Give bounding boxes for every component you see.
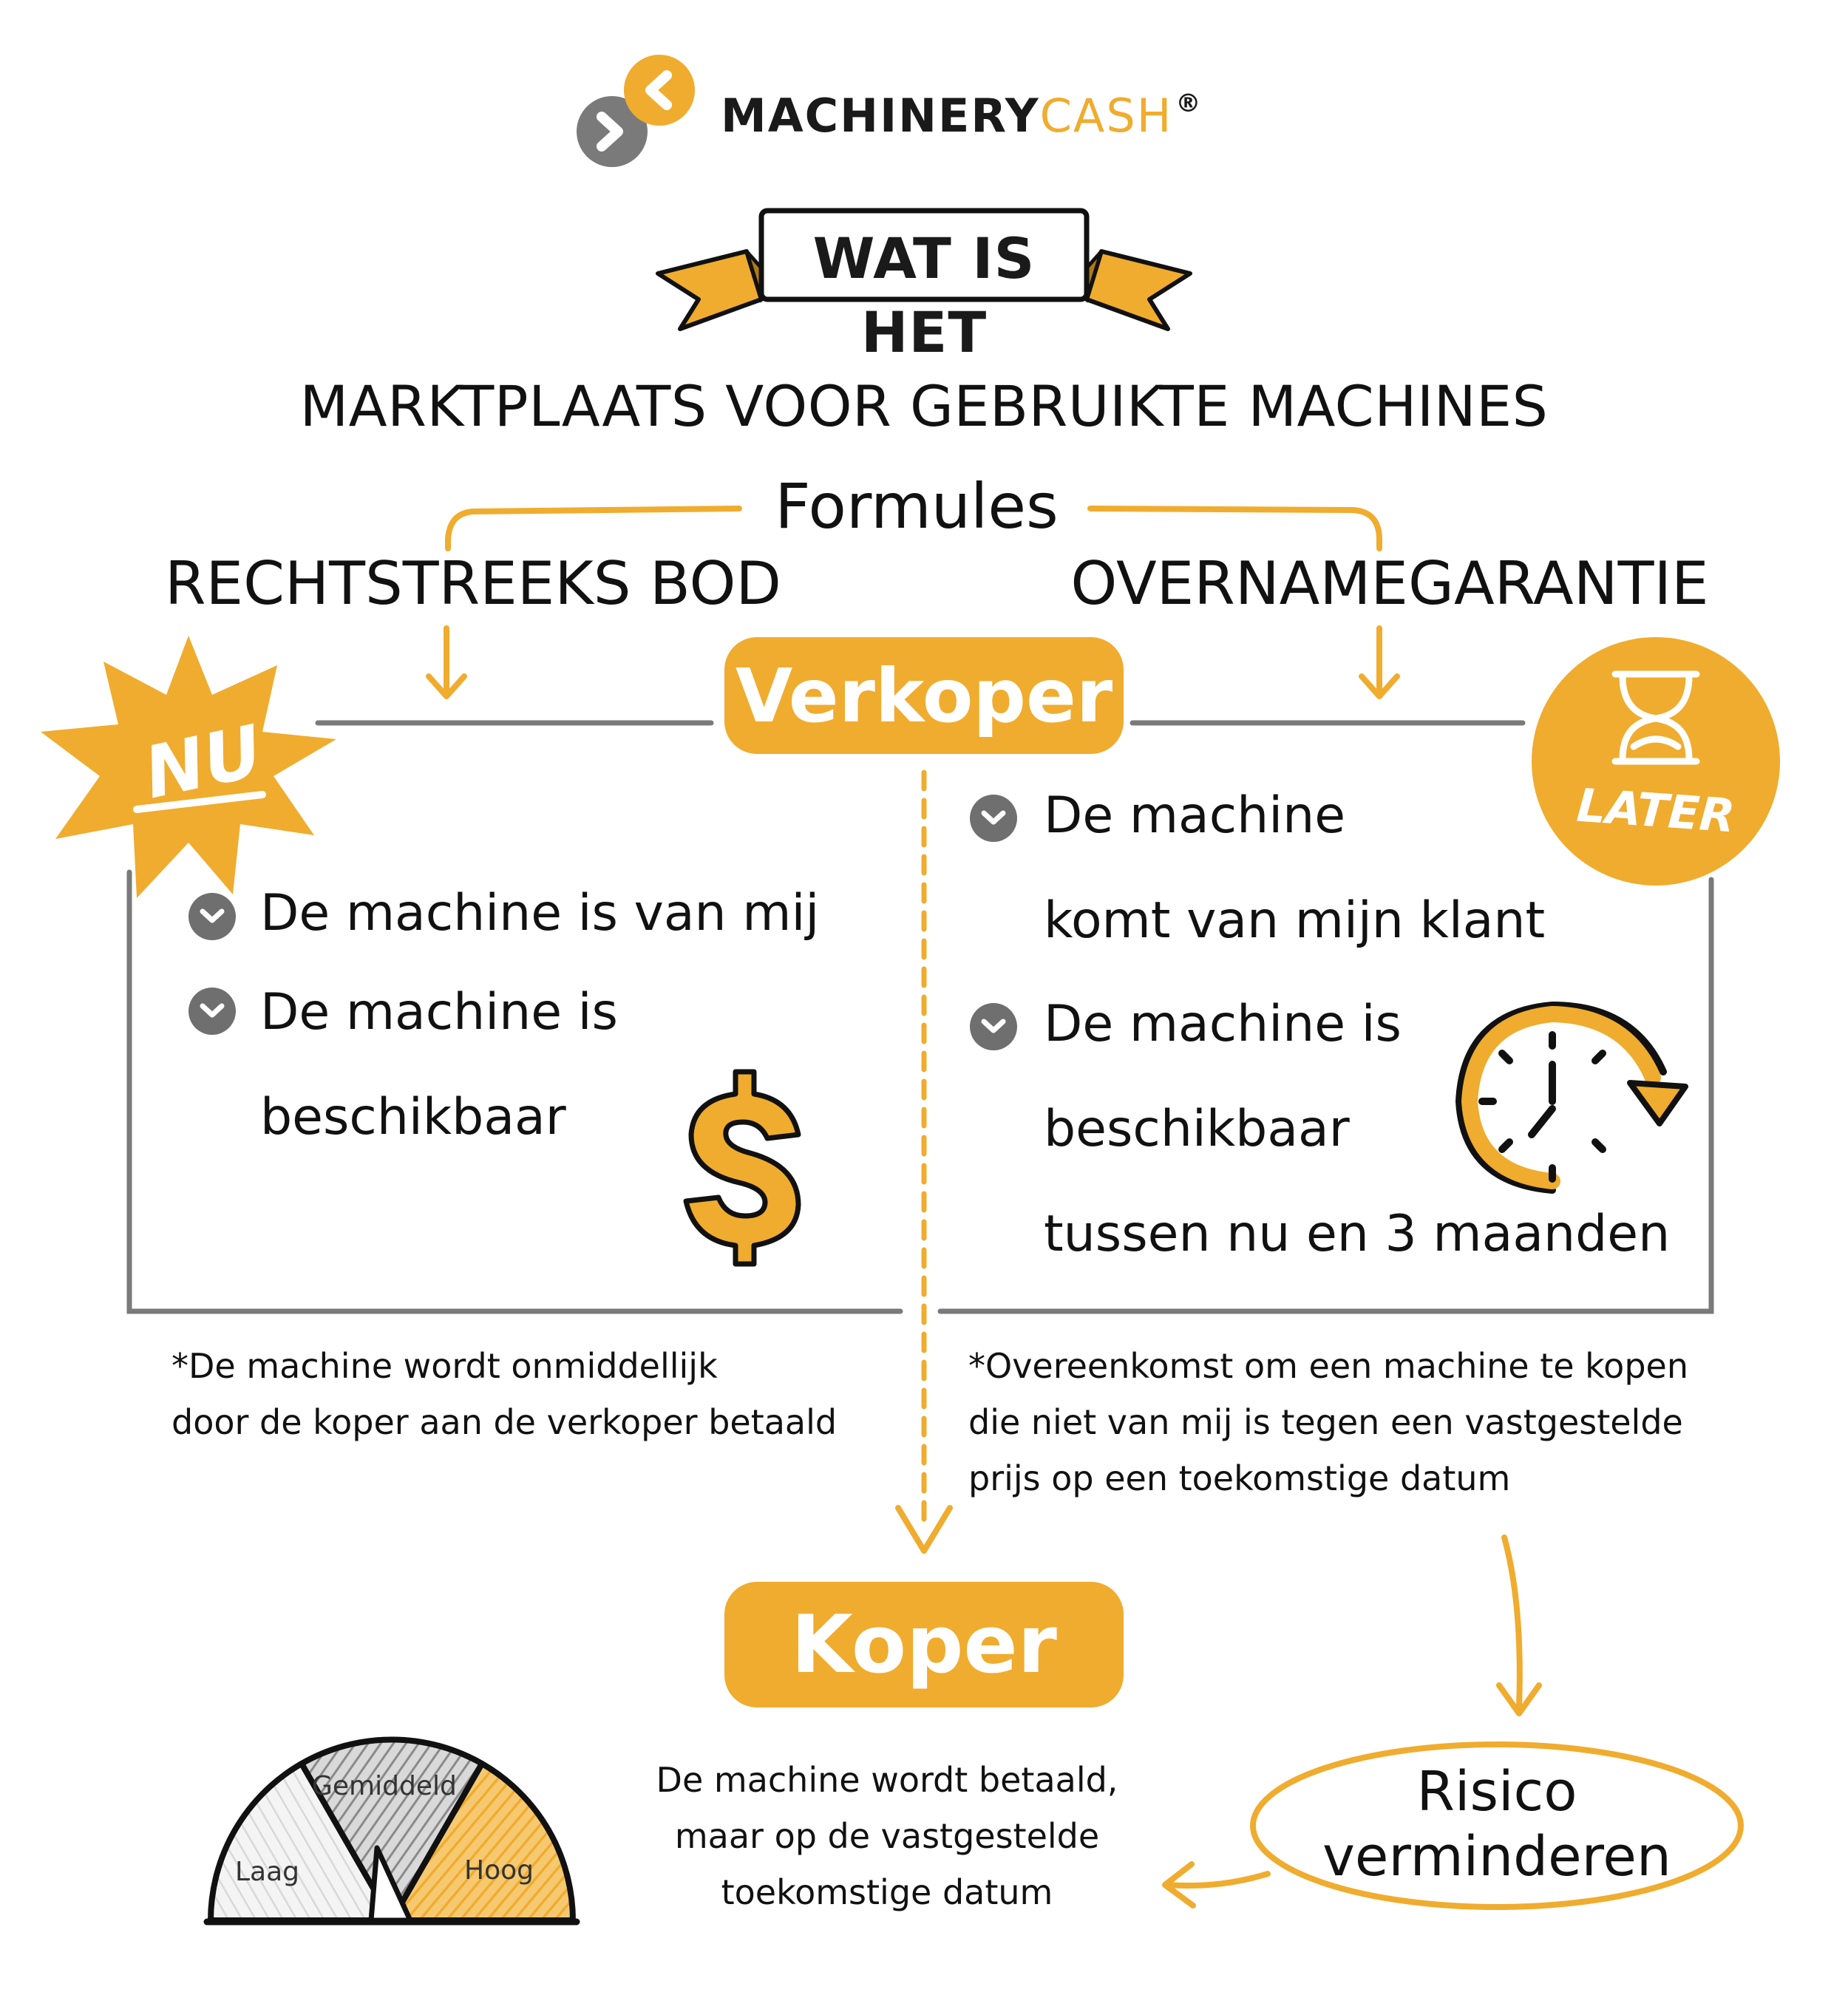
buyer-note-line-3: toekomstige datum [721, 1872, 1053, 1912]
ribbon-icon [656, 208, 1192, 331]
check-icon [188, 893, 236, 940]
left-bullet-2-line-1: De machine is [260, 983, 618, 1041]
brand-name: MACHINERYCASH® [721, 89, 1202, 143]
banner-label: WAT IS HET [812, 225, 1036, 365]
right-bullet-1-line-2: komt van mijn klant [1044, 891, 1546, 950]
later-badge: LATER [1530, 636, 1781, 887]
left-bullet-2-line-2: beschikbaar [260, 1088, 566, 1146]
right-bullet-1-line-1: De machine [1044, 786, 1346, 845]
gauge-label-low: Laag [235, 1857, 300, 1887]
formules-bracket [426, 506, 1400, 699]
left-note-line-2: door de koper aan de verkoper betaald [171, 1402, 838, 1442]
logo-mark-icon [577, 55, 695, 167]
hourglass-icon [1532, 637, 1780, 886]
buyer-note-line-1: De machine wordt betaald, [656, 1760, 1118, 1800]
left-heading: RECHTSTREEKS BOD [164, 549, 782, 618]
starburst-icon [41, 636, 336, 898]
right-bullet-2-line-1: De machine is [1044, 995, 1402, 1053]
clock-icon [1455, 1001, 1688, 1194]
registered-mark: ® [1175, 89, 1203, 118]
buyer-label: Koper [791, 1598, 1057, 1691]
now-badge: NU [41, 636, 336, 902]
page-title: MARKTPLAATS VOOR GEBRUIKTE MACHINES [299, 373, 1549, 439]
right-bullet-2-line-3: tussen nu en 3 maanden [1044, 1205, 1671, 1263]
dollar-icon [683, 1069, 801, 1267]
right-note-line-1: *Overeenkomst om een machine te kopen [968, 1346, 1688, 1386]
right-note-line-2: die niet van mij is tegen een vastgestel… [968, 1402, 1683, 1442]
seller-pill: Verkoper [724, 637, 1124, 754]
seller-label: Verkoper [735, 652, 1113, 739]
brand-part1: MACHINERY [721, 89, 1040, 143]
gauge-icon [203, 1736, 580, 1926]
left-bullet-1: De machine is van mij [260, 884, 820, 942]
risk-line-1: Risico [1416, 1760, 1577, 1824]
risk-gauge: Laag Gemiddeld Hoog [200, 1730, 584, 1929]
risk-line-2: verminderen [1322, 1825, 1671, 1889]
buyer-note-line-2: maar op de vastgestelde [674, 1816, 1100, 1856]
check-icon [970, 795, 1017, 842]
logo: MACHINERYCASH® [569, 52, 1249, 170]
right-note-line-3: prijs op een toekomstige datum [968, 1458, 1511, 1498]
check-icon [188, 988, 236, 1035]
formules-label: Formules [775, 470, 1059, 543]
left-note-line-1: *De machine wordt onmiddellijk [171, 1346, 718, 1386]
gauge-label-mid: Gemiddeld [312, 1771, 457, 1801]
right-bullet-2-line-2: beschikbaar [1044, 1100, 1350, 1158]
banner: WAT IS HET [650, 203, 1198, 365]
buyer-pill: Koper [724, 1582, 1124, 1707]
right-heading: OVERNAMEGARANTIE [1070, 549, 1709, 618]
check-icon [970, 1003, 1017, 1050]
gauge-label-high: Hoog [464, 1855, 534, 1886]
brand-part2: CASH [1039, 89, 1173, 143]
